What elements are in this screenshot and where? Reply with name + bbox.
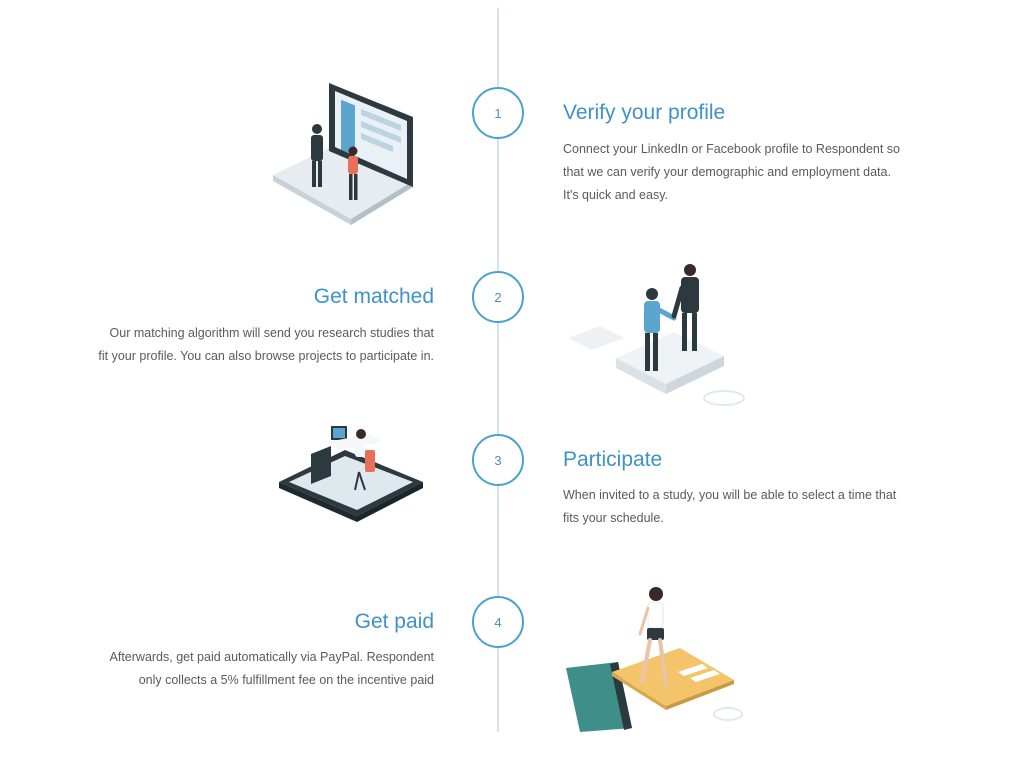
handshake-illustration [568,264,745,406]
step-3-number: 3 [472,434,524,486]
step-4-title: Get paid [354,610,434,633]
step-2-title: Get matched [313,285,434,308]
step-1-desc-line: that we can verify your demographic and … [563,165,891,179]
step-1-number: 1 [472,87,524,139]
step-2-number: 2 [472,271,524,323]
step-2-desc-line: fit your profile. You can also browse pr… [98,349,434,363]
laptop-verification-illustration [273,83,413,225]
step-2-desc-line: Our matching algorithm will send you res… [109,326,434,340]
step-4-description: Afterwards, get paid automatically via P… [74,646,434,692]
step-1-title: Verify your profile [563,101,726,124]
workstation-tablet-illustration [279,426,423,522]
step-1-desc-line: It's quick and easy. [563,188,668,202]
step-3-desc-line: When invited to a study, you will be abl… [563,488,897,502]
step-3-description: When invited to a study, you will be abl… [563,484,923,530]
timeline-line [497,8,499,732]
step-1-description: Connect your LinkedIn or Facebook profil… [563,138,923,207]
step-3-desc-line: fits your schedule. [563,511,664,525]
step-4-desc-line: Afterwards, get paid automatically via P… [109,650,434,664]
step-2-description: Our matching algorithm will send you res… [74,322,434,368]
step-4-number: 4 [472,596,524,648]
step-4-desc-line: only collects a 5% fulfillment fee on th… [138,673,434,687]
credit-card-payment-illustration [566,587,743,732]
step-3-title: Participate [563,448,663,471]
step-1-desc-line: Connect your LinkedIn or Facebook profil… [563,142,901,156]
